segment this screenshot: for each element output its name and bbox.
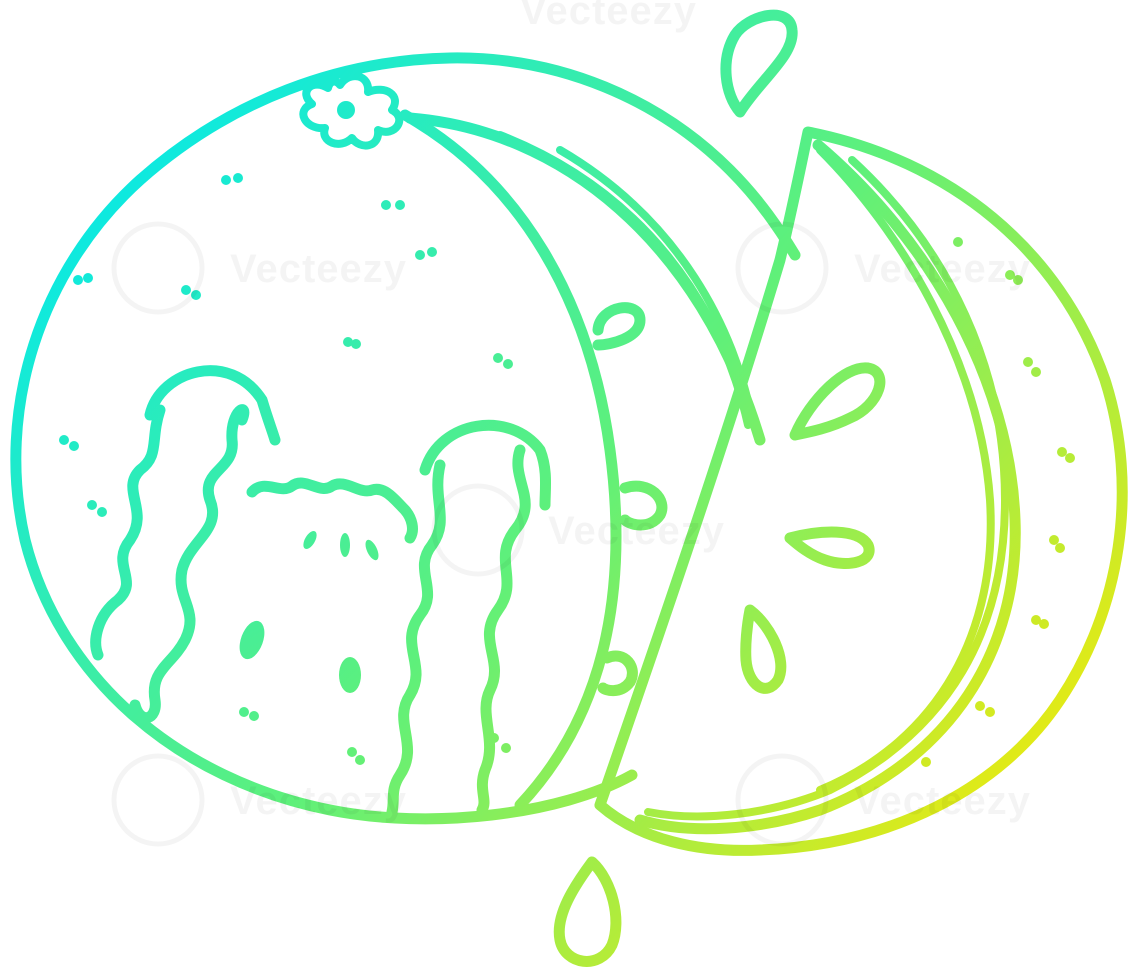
seed-bump (592, 302, 646, 351)
flesh-wave (90, 365, 281, 723)
seed-bump (619, 480, 668, 531)
slice-rind-line (644, 156, 1009, 821)
slice-flecks (913, 237, 1075, 767)
watermark-mark: Vecteezy (431, 483, 725, 577)
flesh-wave (386, 419, 552, 818)
juice-drop-icon (784, 526, 875, 569)
watermark-mark: Vecteezy (735, 221, 1031, 315)
svg-text:Vecteezy: Vecteezy (520, 0, 697, 33)
flower-stem-icon (299, 72, 404, 150)
watermark-mark: Vecteezy (735, 753, 1031, 847)
svg-text:Vecteezy: Vecteezy (854, 779, 1031, 823)
watermark-mark: Vecteezy (111, 221, 407, 315)
svg-text:Vecteezy: Vecteezy (230, 779, 407, 823)
svg-text:Vecteezy: Vecteezy (548, 509, 725, 553)
melon-cut-edge (399, 109, 622, 811)
watermark-layer: Vecteezy Vecteezy Vecteezy Vecteezy Vect… (111, 0, 1031, 847)
juice-drop-icon (720, 9, 798, 118)
melon-slice-outline (594, 126, 1128, 856)
flesh-wave (246, 477, 418, 544)
juice-drop-icon (553, 856, 622, 967)
svg-text:Vecteezy: Vecteezy (854, 247, 1031, 291)
juice-drop-icon (740, 604, 787, 694)
seed-icon (239, 530, 379, 693)
seed-bump (597, 650, 638, 697)
slice-rind-line (816, 146, 995, 794)
svg-text:Vecteezy: Vecteezy (230, 247, 407, 291)
melon-flecks (59, 173, 513, 765)
slice-rind-line (634, 139, 1021, 835)
whole-melon-outline (10, 52, 801, 825)
juice-drop-icon (789, 362, 886, 441)
watermark-mark: Vecteezy (520, 0, 697, 33)
watermark-mark: Vecteezy (111, 753, 407, 847)
rind-line-mid (496, 131, 752, 429)
